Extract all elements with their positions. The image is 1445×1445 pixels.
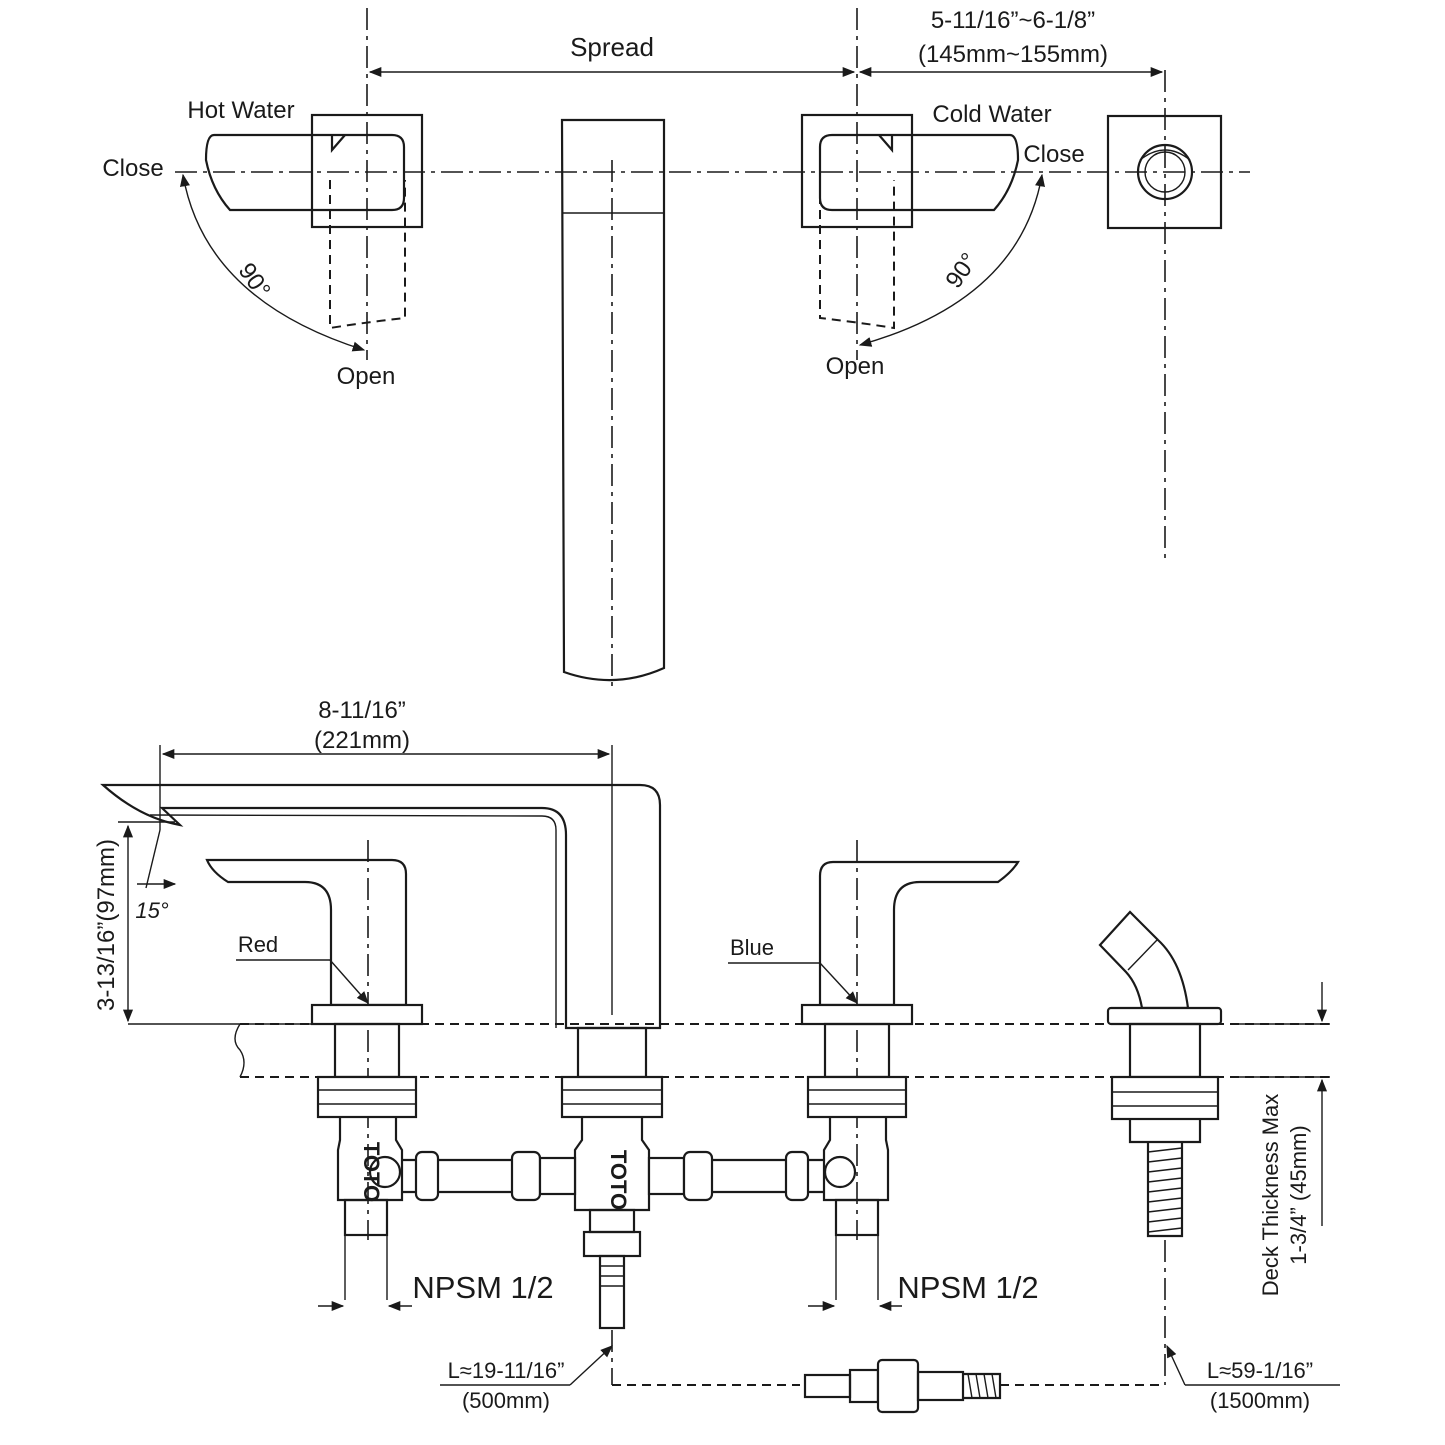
cold-handle-side: Blue NPSM 1/2	[728, 840, 1039, 1312]
deck-thickness-value-label: 1-3/4” (45mm)	[1286, 1125, 1311, 1264]
sprayer-side	[1098, 910, 1223, 1385]
cold-escutcheon	[800, 113, 914, 229]
spout-outline-top	[560, 118, 666, 682]
center-valve: TOTO	[560, 1026, 664, 1330]
handle-offset-label: 5-11/16”~6-1/8”	[931, 7, 1095, 34]
deck-thickness-label: Deck Thickness Max	[1258, 1094, 1283, 1297]
hot-escutcheon	[310, 113, 424, 229]
cold-open-label: Open	[826, 353, 885, 380]
supply-pipes	[402, 1150, 824, 1202]
sprayer-top	[1106, 114, 1223, 230]
spread-label: Spread	[570, 32, 654, 62]
hot-valve-mark: TOTO	[359, 1142, 384, 1202]
side-view: 8-11/16” (221mm) 3-13/16”(97mm) 15°	[93, 697, 1340, 1414]
hot-angle-label: 90°	[233, 258, 276, 303]
blue-handle-lever	[818, 860, 1020, 1007]
hose-long-label: L≈59-1/16”	[1207, 1358, 1313, 1383]
hot-lever-closed	[204, 133, 406, 212]
hose-short-label: L≈19-11/16”	[448, 1358, 565, 1383]
hot-water-label: Hot Water	[187, 97, 294, 124]
spout-outline-side	[100, 783, 662, 1030]
spout-angle-label: 15°	[135, 898, 168, 923]
hose-short-mm-label: (500mm)	[462, 1388, 550, 1413]
cold-angle-label: 90°	[940, 248, 983, 293]
hot-handle-top: 90° Hot Water Close Open	[102, 97, 424, 390]
npsm-right-label: NPSM 1/2	[897, 1270, 1038, 1305]
spout-top	[560, 118, 666, 682]
handle-offset-mm-label: (145mm~155mm)	[918, 41, 1108, 68]
hose-connector	[803, 1358, 1002, 1414]
hot-open-label: Open	[337, 363, 396, 390]
spout-reach-mm-label: (221mm)	[314, 727, 410, 754]
sprayer-hose	[1146, 1142, 1184, 1238]
top-view: Spread 5-11/16”~6-1/8” (145mm~155mm) 90°…	[102, 7, 1250, 690]
hose-long-mm-label: (1500mm)	[1210, 1388, 1310, 1413]
sprayer-head	[1098, 910, 1190, 1010]
cold-water-label: Cold Water	[932, 101, 1051, 128]
npsm-left-label: NPSM 1/2	[412, 1270, 553, 1305]
hot-close-label: Close	[102, 155, 163, 182]
spout-height-label: 3-13/16”(97mm)	[93, 839, 120, 1011]
sprayer-base-top	[1106, 114, 1223, 230]
cold-handle-top: 90° Cold Water Close Open	[800, 101, 1085, 380]
spout-reach-label: 8-11/16”	[318, 697, 406, 724]
cold-close-label: Close	[1023, 141, 1084, 168]
hot-lever-open-position	[329, 180, 406, 330]
hot-rotation-arc	[180, 173, 366, 352]
red-label: Red	[238, 932, 278, 957]
red-handle-lever	[205, 858, 408, 1007]
hot-handle-side: Red NPSM 1/2	[205, 840, 554, 1312]
center-valve-mark: TOTO	[606, 1150, 631, 1210]
cold-rotation-arc	[858, 173, 1045, 347]
blue-label: Blue	[730, 935, 774, 960]
